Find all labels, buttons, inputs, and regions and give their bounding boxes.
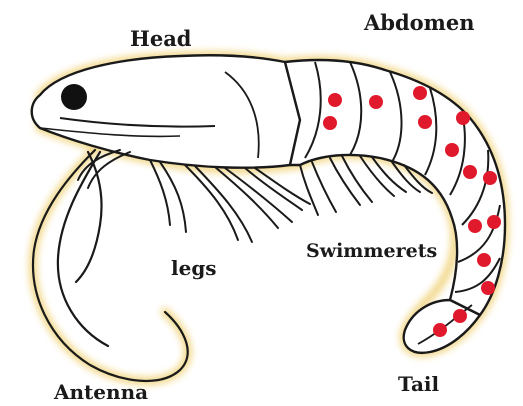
antenna-label: Antenna — [54, 382, 148, 402]
eye — [61, 84, 87, 110]
tail-label: Tail — [398, 374, 439, 394]
abdomen-body — [285, 60, 505, 315]
head-label: Head — [130, 28, 192, 49]
antenna-lines — [33, 150, 188, 381]
abdomen-label: Abdomen — [364, 12, 475, 33]
swimmerets-label: Swimmerets — [306, 242, 437, 261]
legs-label: legs — [171, 258, 217, 278]
